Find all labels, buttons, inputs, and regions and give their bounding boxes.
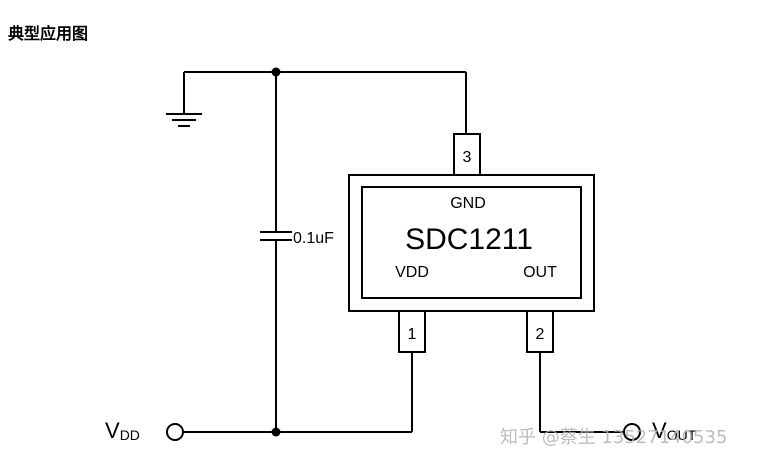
- vdd-main: V: [105, 418, 120, 443]
- chip-gnd-label: GND: [450, 195, 486, 212]
- vout-sub: OUT: [667, 427, 697, 443]
- ground-symbol: [166, 72, 202, 127]
- chip-inner-body: [361, 186, 582, 299]
- pin1-number: 1: [408, 326, 417, 343]
- pin3-box: [453, 133, 481, 176]
- diagram-title: 典型应用图: [8, 24, 89, 43]
- vdd-sub: DD: [120, 427, 140, 443]
- chip-out-label: OUT: [523, 264, 557, 281]
- watermark-text: 知乎 @蔡生 13527140535: [500, 427, 727, 448]
- junction-dot-top: [271, 67, 281, 77]
- chip-name: SDC1211: [405, 223, 533, 256]
- pin1-box: [398, 310, 426, 353]
- vout-main: V: [652, 418, 667, 443]
- vdd-terminal: [166, 423, 184, 441]
- vout-terminal: [623, 423, 641, 441]
- pin2-box: [526, 310, 554, 353]
- chip-vdd-label: VDD: [395, 264, 429, 281]
- pin3-number: 3: [463, 149, 472, 166]
- vdd-terminal-label: VDD: [105, 418, 140, 443]
- vout-terminal-label: VOUT: [652, 418, 697, 443]
- capacitor-symbol: [260, 231, 292, 241]
- pin2-number: 2: [536, 326, 545, 343]
- capacitor-value: 0.1uF: [293, 230, 334, 247]
